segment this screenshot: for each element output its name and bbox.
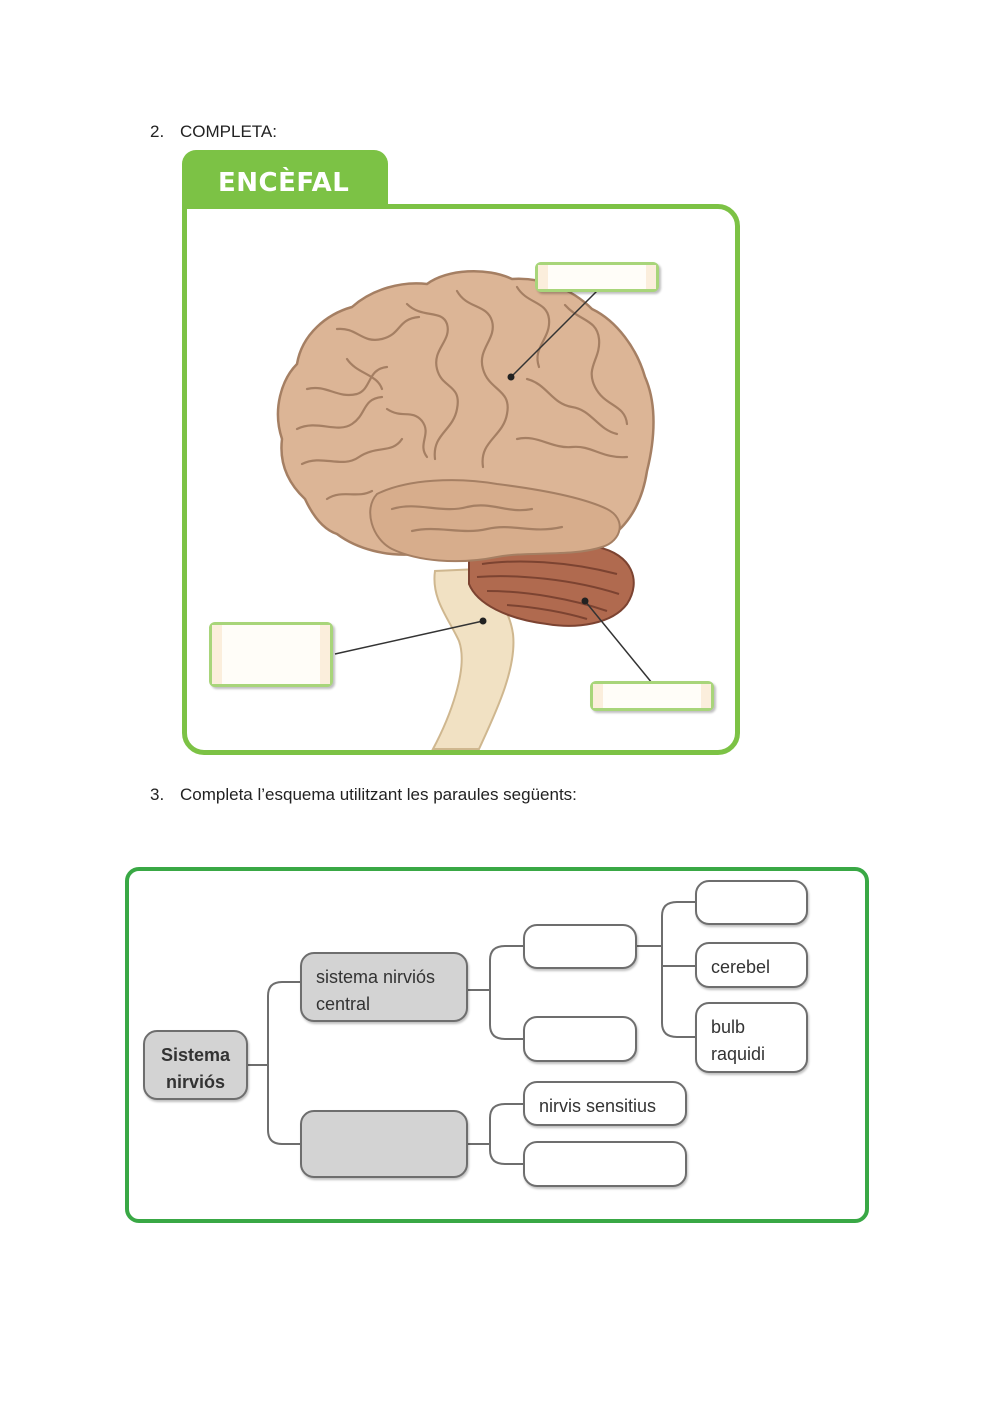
answer-box-cerebrum[interactable] xyxy=(535,262,659,292)
pointer-dot-cerebellum xyxy=(581,597,589,605)
scheme-nirvis-sensitius-label: nirvis sensitius xyxy=(539,1096,657,1116)
pointer-dot-cerebrum xyxy=(507,373,515,381)
encefal-tab: ENCÈFAL xyxy=(182,150,388,212)
pointer-dot-brainstem xyxy=(479,617,487,625)
scheme-node-central-child-top[interactable] xyxy=(523,924,637,969)
scheme-node-root: Sistema nirviós xyxy=(143,1030,248,1100)
temporal-lobe xyxy=(369,479,621,563)
scheme-node-peripheral-blank[interactable] xyxy=(300,1110,468,1178)
scheme-central-label: sistema nirviós central xyxy=(316,967,436,1014)
scheme-node-nirvis-sensitius: nirvis sensitius xyxy=(523,1081,687,1126)
scheme-node-central-child-bottom[interactable] xyxy=(523,1016,637,1062)
scheme-root-label: Sistema nirviós xyxy=(160,1045,231,1092)
question-3-number: 3. xyxy=(150,785,165,804)
answer-box-cerebellum[interactable] xyxy=(590,681,714,711)
scheme-leaf-cerebel-label: cerebel xyxy=(711,957,771,977)
answer-box-brainstem[interactable] xyxy=(209,622,333,687)
encefal-title: ENCÈFAL xyxy=(218,168,350,198)
pointer-line-cerebrum xyxy=(510,290,598,378)
question-2-text: COMPLETA: xyxy=(180,122,277,141)
scheme-node-leaf-bulb-raquidi: bulb raquidi xyxy=(695,1002,808,1073)
question-3-text: Completa l’esquema utilitzant les paraul… xyxy=(180,785,577,804)
question-2-number: 2. xyxy=(150,122,165,141)
question-3-title: 3. Completa l’esquema utilitzant les para… xyxy=(150,785,577,805)
pointer-line-cerebellum xyxy=(584,600,653,684)
brain-illustration xyxy=(276,270,655,750)
question-2-title: 2. COMPLETA: xyxy=(150,122,277,142)
pointer-line-brainstem xyxy=(334,620,484,655)
scheme-node-leaf-1[interactable] xyxy=(695,880,808,925)
scheme-node-central: sistema nirviós central xyxy=(300,952,468,1022)
scheme-node-peripheral-child-blank[interactable] xyxy=(523,1141,687,1187)
scheme-node-leaf-cerebel: cerebel xyxy=(695,942,808,988)
cerebrum xyxy=(276,270,655,562)
scheme-leaf-bulb-label: bulb raquidi xyxy=(711,1017,766,1064)
